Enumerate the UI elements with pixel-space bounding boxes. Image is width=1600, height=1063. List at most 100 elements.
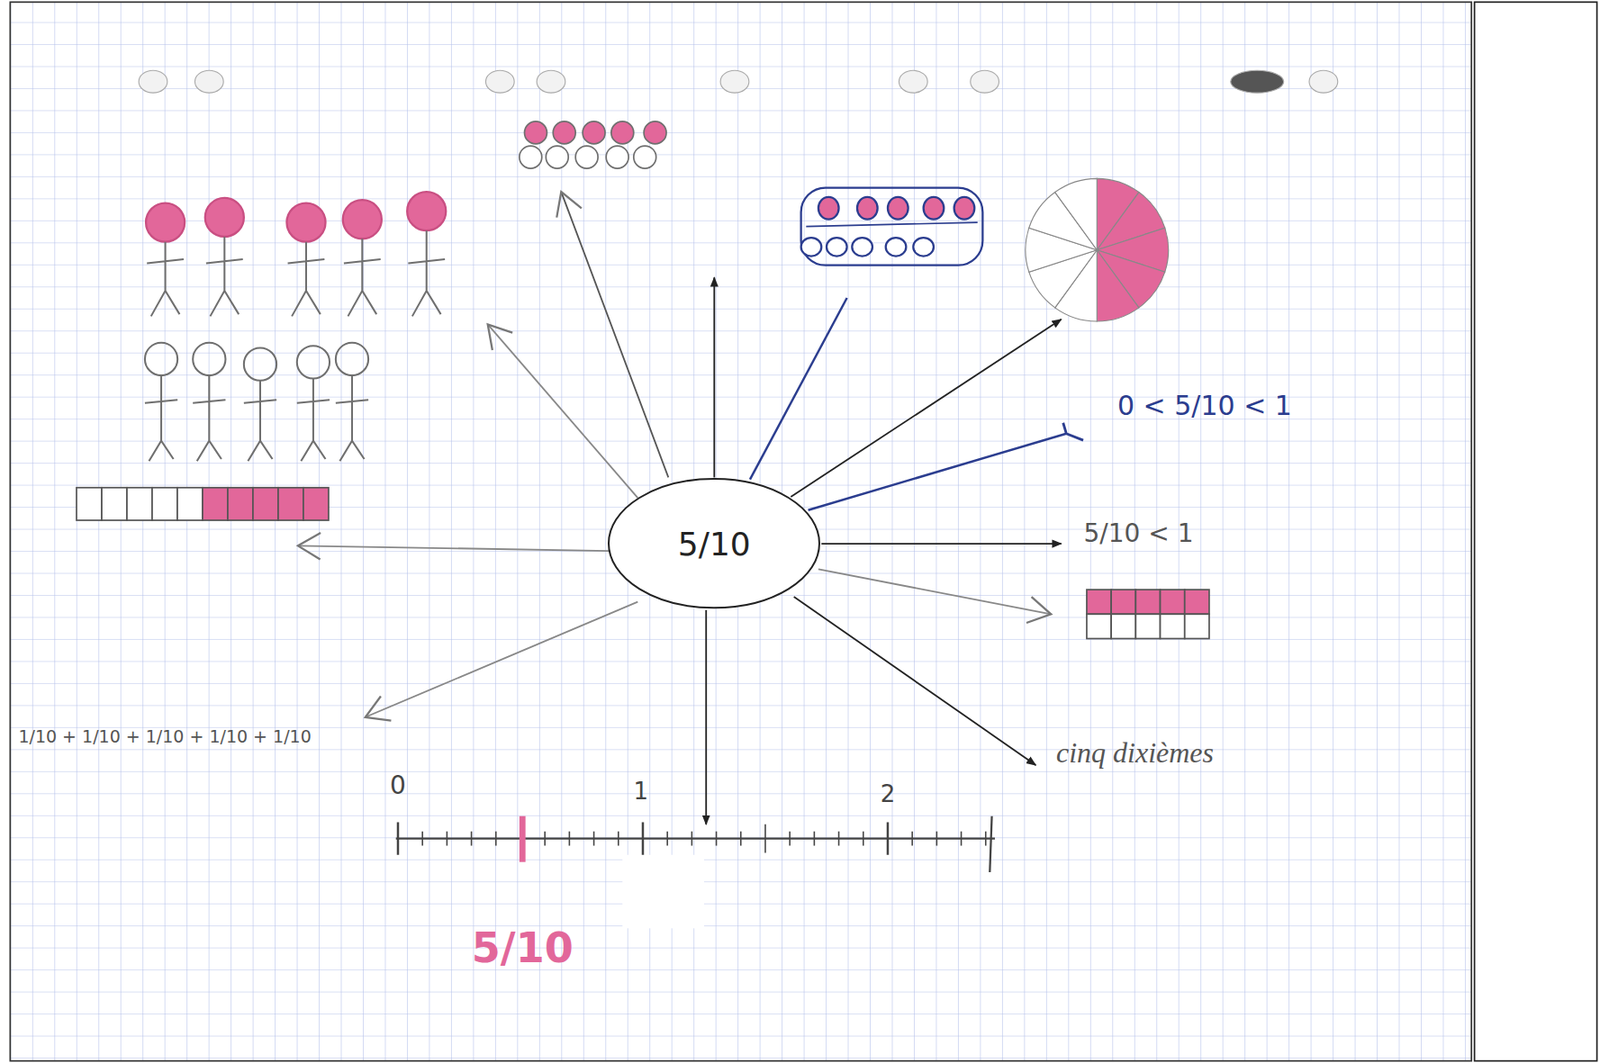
number-tick bbox=[813, 831, 816, 847]
set-circle bbox=[826, 237, 848, 256]
words-text: cinq dixièmes bbox=[1056, 736, 1214, 770]
number-line-end bbox=[989, 816, 992, 873]
sum-text: 1/10 + 1/10 + 1/10 + 1/10 + 1/10 bbox=[18, 726, 311, 747]
central-ellipse: 5/10 bbox=[606, 477, 822, 610]
bar-cell bbox=[101, 488, 127, 521]
arrow-line bbox=[713, 277, 715, 478]
pie-slice bbox=[1055, 178, 1098, 250]
grid-cell bbox=[1135, 589, 1160, 615]
punch-hole bbox=[138, 70, 168, 93]
arrow-line bbox=[365, 602, 639, 718]
counter-circle bbox=[524, 121, 548, 145]
number-line bbox=[396, 837, 995, 840]
figure-head bbox=[145, 203, 185, 243]
punch-hole bbox=[485, 70, 515, 93]
set-divider bbox=[805, 222, 977, 227]
figure-body bbox=[144, 375, 178, 462]
set-circle bbox=[851, 237, 873, 256]
set-circle bbox=[887, 197, 909, 220]
punch-hole bbox=[1230, 70, 1284, 93]
number-tick bbox=[764, 824, 767, 854]
figure-body bbox=[335, 375, 369, 462]
grid-cell bbox=[1086, 614, 1112, 639]
erased-patch bbox=[622, 855, 705, 930]
number-tick bbox=[641, 822, 644, 855]
figure-head bbox=[406, 191, 446, 231]
number-tick bbox=[960, 831, 963, 847]
pink-fraction: 5/10 bbox=[471, 923, 574, 973]
punch-hole bbox=[194, 70, 224, 93]
pink-mark bbox=[519, 816, 526, 863]
bar-cell bbox=[253, 488, 279, 521]
number-tick bbox=[862, 831, 865, 847]
figure-body bbox=[288, 242, 326, 317]
inequality-text: 0 < 5/10 < 1 bbox=[1117, 389, 1293, 422]
grid-cell bbox=[1111, 614, 1136, 639]
counter-circle bbox=[575, 145, 598, 169]
figure-head bbox=[144, 343, 178, 376]
arrow-line bbox=[488, 324, 639, 498]
arrow-line bbox=[705, 610, 707, 825]
number-tick bbox=[740, 831, 742, 847]
set-circle bbox=[923, 197, 945, 220]
number-tick bbox=[593, 831, 596, 847]
counter-circle bbox=[643, 121, 667, 145]
ellipse-shape bbox=[608, 479, 820, 608]
counter-circle bbox=[582, 121, 606, 145]
figure-body bbox=[297, 379, 330, 462]
arrow-line bbox=[750, 298, 848, 480]
figure-body bbox=[192, 375, 226, 462]
figure-head bbox=[297, 345, 330, 379]
number-tick bbox=[936, 831, 939, 847]
number-tick bbox=[470, 831, 473, 847]
counter-circle bbox=[519, 145, 543, 169]
counter-circle bbox=[633, 145, 657, 169]
bar-cell bbox=[177, 488, 203, 521]
grid-cell bbox=[1160, 589, 1185, 615]
number-tick bbox=[421, 831, 424, 847]
inequality-text: 5/10 < 1 bbox=[1084, 518, 1194, 549]
bar-cell bbox=[227, 488, 254, 521]
axis-number: 0 bbox=[389, 770, 407, 801]
number-tick bbox=[666, 831, 669, 847]
set-circle bbox=[912, 237, 934, 256]
number-tick bbox=[397, 822, 399, 855]
set-circle bbox=[801, 237, 823, 256]
figure-head bbox=[244, 348, 277, 381]
arrow-line bbox=[818, 569, 1051, 615]
punch-hole bbox=[1309, 70, 1338, 93]
number-tick bbox=[543, 831, 546, 847]
punch-hole bbox=[970, 70, 1000, 93]
number-tick bbox=[446, 831, 449, 847]
grid-paper bbox=[9, 1, 1472, 1061]
counter-circle bbox=[552, 121, 576, 145]
figure-head bbox=[286, 203, 326, 243]
number-tick bbox=[788, 831, 791, 847]
set-circle bbox=[818, 197, 840, 220]
number-tick bbox=[838, 831, 841, 847]
grid-cell bbox=[1184, 614, 1210, 639]
bar-cell bbox=[202, 488, 228, 521]
figure-head bbox=[335, 343, 369, 376]
figure-body bbox=[407, 230, 445, 317]
punch-hole bbox=[720, 70, 750, 93]
arrow-line bbox=[790, 319, 1061, 498]
set-oval bbox=[801, 188, 984, 266]
figure-body bbox=[206, 236, 244, 317]
arrow-line bbox=[560, 191, 669, 478]
margin-strip bbox=[1474, 1, 1598, 1061]
number-tick bbox=[495, 831, 498, 847]
arrow-line bbox=[794, 596, 1037, 766]
counter-circle bbox=[611, 121, 634, 145]
pie-slice bbox=[1096, 250, 1139, 322]
axis-number: 1 bbox=[632, 777, 649, 805]
number-tick bbox=[985, 831, 987, 847]
number-tick bbox=[715, 831, 718, 847]
set-circle bbox=[954, 197, 976, 220]
set-circle bbox=[857, 197, 878, 220]
grid-cell bbox=[1111, 589, 1136, 615]
number-tick bbox=[886, 822, 889, 855]
number-tick bbox=[911, 831, 913, 847]
